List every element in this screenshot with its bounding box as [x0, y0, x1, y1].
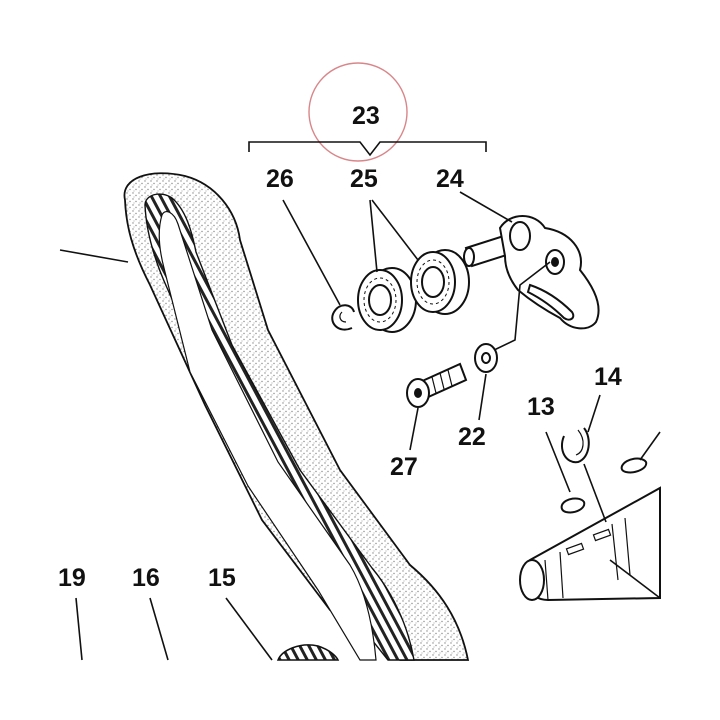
washer-icon	[474, 343, 498, 373]
retaining-ring-icon	[560, 427, 590, 464]
callout-24: 24	[436, 165, 464, 193]
bearing-icon	[357, 267, 417, 333]
highlight-circle	[308, 62, 408, 162]
callout-16: 16	[132, 564, 160, 592]
tensioner-arm-icon	[463, 215, 600, 330]
callout-23: 23	[352, 102, 380, 130]
assembly-brace	[248, 141, 487, 157]
toothed-belt-icon	[123, 172, 470, 661]
circlip-icon	[331, 304, 355, 331]
callout-22: 22	[458, 423, 486, 451]
callout-27: 27	[390, 453, 418, 481]
callout-13: 13	[527, 393, 555, 421]
pulley-icon	[276, 644, 340, 661]
callout-19: 19	[58, 564, 86, 592]
bearing-icon	[410, 249, 470, 315]
callout-14: 14	[594, 363, 622, 391]
key-icon	[560, 497, 586, 514]
callout-25: 25	[350, 165, 378, 193]
splined-shaft-icon	[519, 486, 661, 602]
screw-icon	[406, 362, 468, 408]
callout-15: 15	[208, 564, 236, 592]
key-icon	[620, 457, 648, 474]
callout-26: 26	[266, 165, 294, 193]
